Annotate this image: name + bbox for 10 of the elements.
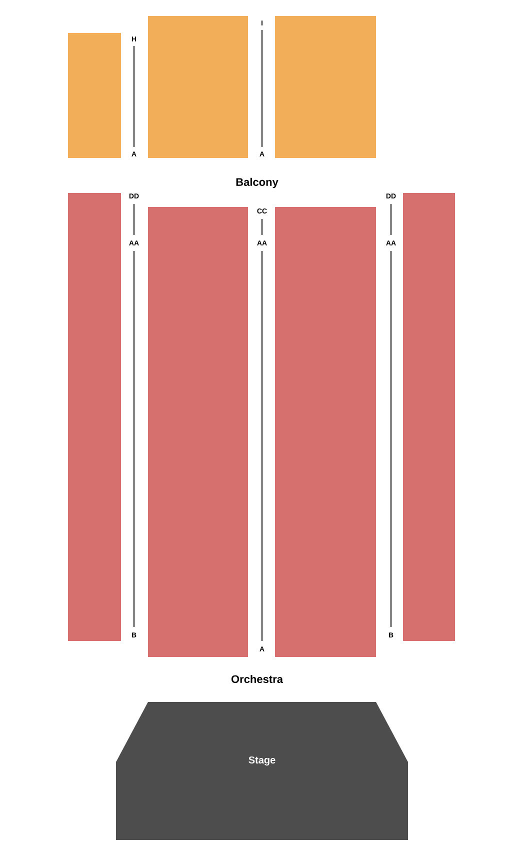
balcony-section — [148, 16, 248, 158]
orchestra-section — [148, 207, 248, 657]
balcony-section — [275, 16, 376, 158]
section-title: Balcony — [234, 177, 280, 189]
orchestra-section — [403, 193, 455, 641]
balcony-section — [68, 33, 121, 158]
section-title: Orchestra — [230, 674, 284, 684]
orchestra-section — [68, 193, 121, 641]
stage: Stage — [116, 702, 408, 840]
orchestra-section — [275, 207, 376, 657]
